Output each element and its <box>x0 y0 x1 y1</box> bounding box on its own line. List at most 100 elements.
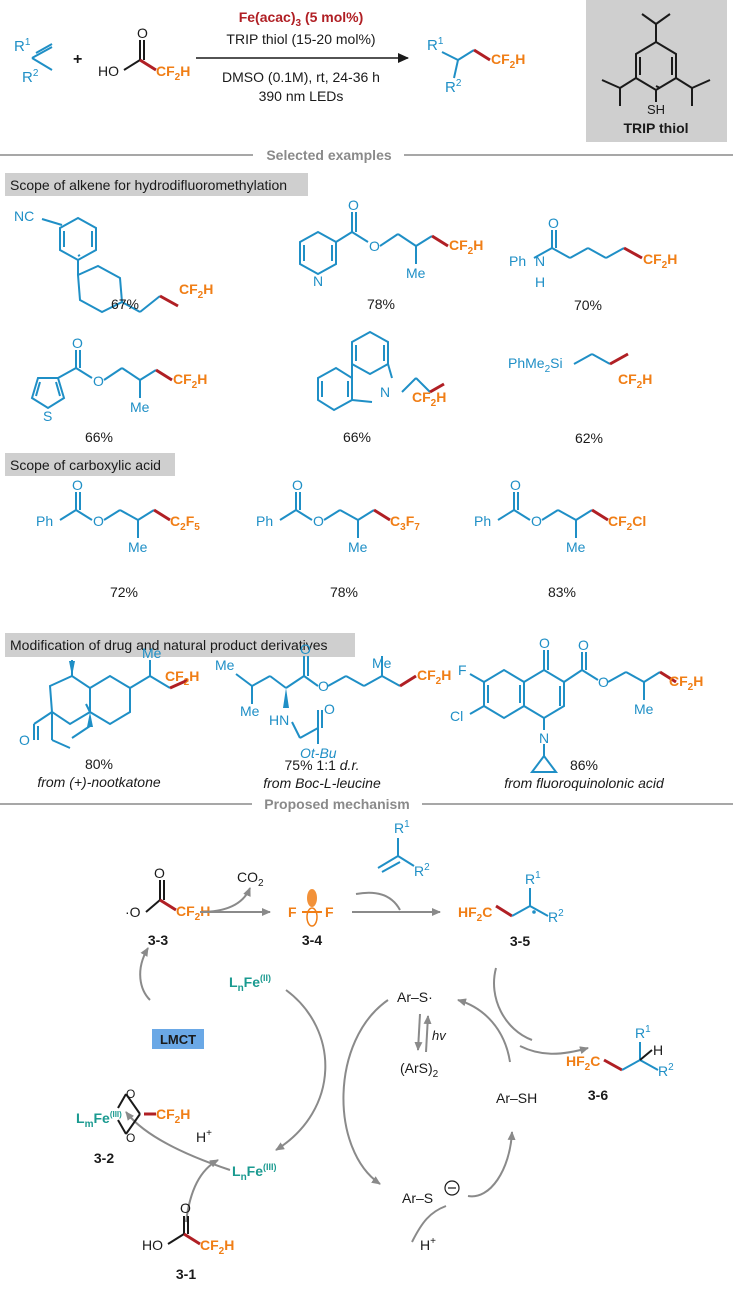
yield: 66% <box>85 429 113 445</box>
radical-to-product <box>493 967 533 1041</box>
thiol-cycle-arc <box>342 999 389 1185</box>
yield: 86% <box>570 757 598 773</box>
o-label: O <box>548 215 559 231</box>
o-radical: ·O <box>125 904 141 920</box>
o-label: O <box>93 513 104 529</box>
h-label: H <box>535 274 545 290</box>
f-label: F <box>458 662 467 678</box>
perfluoroalkyl-label: CF2Cl <box>608 513 646 533</box>
n-label: N <box>535 253 545 269</box>
label-3-2: 3-2 <box>94 1150 114 1166</box>
compound-alkene-6: PhMe2Si CF2H 62% <box>508 352 652 446</box>
o-label: O <box>292 477 303 493</box>
o-label: O <box>598 674 609 690</box>
o-label: O <box>318 678 329 694</box>
catalyst-text: Fe(acac)3 (5 mol%) <box>239 9 364 29</box>
compound-drug-1: O Me CF2H 80% from (+)-nootkatone <box>19 645 199 790</box>
divider-selected-examples: Selected examples <box>0 147 733 163</box>
product-r1: R1 <box>427 36 444 54</box>
compound-drug-2: Me Me O O Me HN O Ot-Bu CF2H 75% 1:1 d.r… <box>215 641 451 791</box>
me-label: Me <box>130 399 150 415</box>
hf2c-label: HF2C <box>566 1053 600 1073</box>
species-3-2: LmFe(III) O O CF2H 3-2 <box>76 1087 190 1166</box>
trip-label: TRIP thiol <box>623 120 688 136</box>
yield: 78% <box>367 296 395 312</box>
cf2h-label: CF2H <box>156 1106 190 1126</box>
plus-sign: + <box>73 51 82 68</box>
o-label: O <box>126 1087 135 1101</box>
alkene-scope-title: Scope of alkene for hydrodifluoromethyla… <box>10 177 287 193</box>
o-label: O <box>324 701 335 717</box>
cl-label: Cl <box>450 708 463 724</box>
trip-thiol-box: SH TRIP thiol <box>586 0 727 142</box>
anion-charge-icon <box>444 1180 460 1196</box>
ars-radical: Ar–S· <box>397 989 433 1005</box>
yield: 75% 1:1 d.r. <box>285 757 360 773</box>
h-label: H <box>653 1042 663 1058</box>
proton-arrow <box>411 1205 447 1243</box>
o-label: O <box>348 197 359 213</box>
homolysis-arrow <box>423 1015 432 1053</box>
yield: 62% <box>575 430 603 446</box>
o-label: O <box>369 238 380 254</box>
label-3-5: 3-5 <box>510 933 530 949</box>
thiol-text: TRIP thiol (15-20 mol%) <box>226 31 375 47</box>
me-label: Me <box>240 703 260 719</box>
ph-label: Ph <box>36 513 53 529</box>
r2-label: R2 <box>22 68 39 86</box>
light-text: 390 nm LEDs <box>259 88 344 104</box>
cf2h-label: CF2H <box>179 281 213 301</box>
species-3-3: O ·O CF2H 3-3 <box>125 865 210 948</box>
difluoroacetic-acid: O HO CF2H <box>98 25 190 83</box>
svg-text:Proposed mechanism: Proposed mechanism <box>264 796 410 812</box>
arsh-label: Ar–SH <box>496 1090 537 1106</box>
mechanism: O ·O CF2H 3-3 CO2 F F 3-4 R1 <box>76 819 674 1282</box>
r2-label: R2 <box>548 908 564 925</box>
me-label: Me <box>372 655 392 671</box>
perfluoroalkyl-label: C2F5 <box>170 513 200 533</box>
o-label: O <box>300 641 311 657</box>
co2-label: CO2 <box>237 869 264 889</box>
r1-label: R1 <box>394 819 410 836</box>
me-label: Me <box>566 539 586 555</box>
drug-scope-header-bg <box>5 633 355 657</box>
n-label: N <box>313 273 323 289</box>
lmct-arrow <box>139 947 151 1001</box>
o-label: O <box>180 1200 191 1216</box>
yield: 70% <box>574 297 602 313</box>
ph-label: Ph <box>474 513 491 529</box>
yield: 67% <box>111 296 139 312</box>
compound-alkene-3: O Ph N H CF2H 70% <box>509 215 677 313</box>
me-label: Me <box>142 645 162 661</box>
species-3-1: O HO CF2H 3-1 <box>142 1200 234 1282</box>
r2-label: R2 <box>414 862 430 879</box>
cf2h-label: CF2H <box>165 668 199 688</box>
acid-cf2h: CF2H <box>156 63 190 83</box>
ars2-label: (ArS)2 <box>400 1060 439 1080</box>
ph-label: Ph <box>509 253 526 269</box>
me-label: Me <box>634 701 654 717</box>
cf2h-label: CF2H <box>643 251 677 271</box>
hplus-right: H+ <box>420 1236 436 1253</box>
yield: 66% <box>343 429 371 445</box>
compound-alkene-5: N CF2H 66% <box>317 330 446 445</box>
trip-sh: SH <box>647 102 665 117</box>
compound-alkene-1: NC CF2H 67% <box>14 208 213 314</box>
o-label: O <box>72 477 83 493</box>
acid-ho: HO <box>98 63 119 79</box>
o-label: O <box>126 1131 135 1145</box>
cf2h-label: CF2H <box>173 371 207 391</box>
source: from Boc-L-leucine <box>263 775 381 791</box>
product-arrow <box>519 1045 589 1055</box>
product-r2: R2 <box>445 78 462 96</box>
mechanism-alkene: R1 R2 <box>377 819 430 879</box>
label-3-3: 3-3 <box>148 932 168 948</box>
me-label: Me <box>406 265 426 281</box>
s-label: S <box>43 408 52 424</box>
r1-label: R1 <box>525 870 541 887</box>
hf2c-label: HF2C <box>458 904 492 924</box>
